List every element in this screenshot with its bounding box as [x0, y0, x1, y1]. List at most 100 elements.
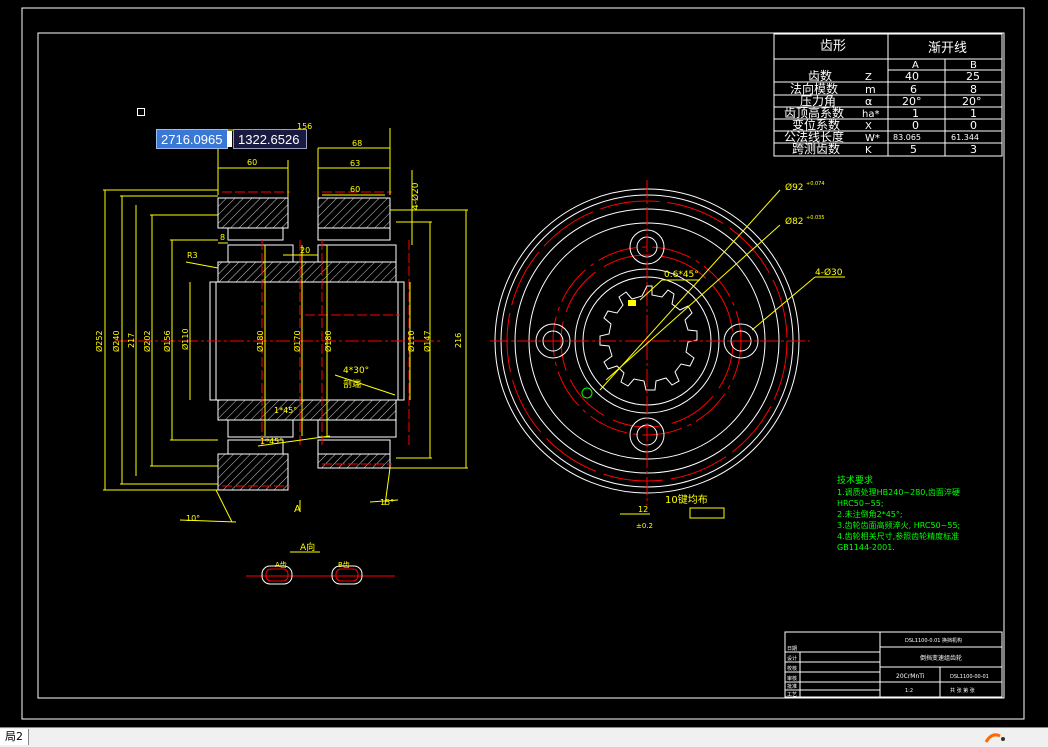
table-header-left: 齿形 [820, 39, 846, 54]
front-dim-text: +0.035 [806, 215, 825, 221]
tech-req-line: HRC50~55; [837, 499, 884, 508]
cad-drawing-canvas[interactable]: 齿形 渐开线 A B 齿数 Z 40 25 法向模数 m 6 8 压力角 α 2… [0, 0, 1048, 727]
row-name: 法向模数 [790, 81, 838, 96]
row-sym: W* [865, 133, 880, 144]
dim-text: 68 [352, 139, 362, 148]
row-name: 跨测齿数 [792, 141, 840, 156]
tech-req-line: 4.齿轮相关尺寸,参照齿轮精度标准 [837, 531, 959, 541]
front-dim-text: 4-Ø30 [815, 267, 843, 278]
dim-text: R3 [187, 251, 198, 260]
dim-text: 20 [300, 246, 310, 255]
row-name: 齿数 [808, 68, 832, 83]
dim-text: 8 [220, 233, 225, 242]
view-a-label: B齿 [338, 561, 350, 569]
view-mark: A [294, 504, 301, 515]
spline-note: 10键均布 [665, 493, 708, 506]
view-a-label: A齿 [275, 561, 287, 569]
row-name: 变位系数 [792, 117, 840, 132]
sheet-inner-border [37, 32, 1005, 699]
front-view [490, 180, 810, 505]
row-a: 83.065 [893, 133, 921, 142]
front-dim-text: ±0.2 [636, 522, 653, 530]
dim-text: 156 [297, 122, 312, 131]
tech-req-line: 2.未注倒角2*45°; [837, 509, 903, 519]
dim-text: 217 [127, 333, 136, 348]
title-block-label: 日期 [787, 646, 797, 652]
tech-req-title: 技术要求 [837, 474, 873, 486]
dim-text: 60 [350, 185, 360, 194]
title-block-label: 批准 [787, 683, 797, 690]
chamfer-note: 4*30° [343, 366, 369, 376]
text-caret [227, 131, 232, 147]
front-dim-text: 0.6*45° [664, 270, 699, 280]
tech-req-line: 1.调质处理HB240~280,齿面淬硬 [837, 487, 960, 497]
row-name: 公法线长度 [784, 129, 844, 144]
row-name: 齿顶高系数 [784, 105, 844, 120]
row-sym: m [865, 83, 876, 96]
row-b: 1 [970, 107, 977, 120]
row-a: 1 [912, 107, 919, 120]
title-block-part: 倒挡变速组齿轮 [920, 654, 962, 662]
row-b: 0 [970, 119, 977, 132]
row-b: 25 [966, 70, 980, 83]
angle-text: 15° [380, 498, 394, 507]
dim-text: Ø170 [292, 330, 302, 352]
dim-text: 4-Ø20 [410, 182, 421, 210]
table-col-a: A [912, 60, 919, 71]
dim-text: 63 [350, 159, 360, 168]
title-block-material: 20CrMnTi [896, 673, 925, 680]
row-a: 6 [910, 83, 917, 96]
chamfer-note: 1*45° [260, 437, 283, 446]
layout-tab[interactable]: 局2 [0, 729, 29, 745]
dim-text: Ø180 [323, 330, 333, 352]
view-a-title: A向 [300, 541, 315, 553]
dim-text: Ø202 [142, 330, 152, 352]
row-b: 61.344 [951, 133, 979, 142]
front-dim-text: +0.074 [806, 181, 825, 187]
technical-requirements: 技术要求 1.调质处理HB240~280,齿面淬硬 HRC50~55; 2.未注… [837, 474, 960, 552]
chamfer-note: 1*45° [274, 406, 297, 415]
dim-text: Ø156 [162, 330, 172, 352]
row-a: 20° [902, 95, 922, 108]
section-dimensions: 156 68 60 63 60 8 20 R3 Ø252 Ø240 217 Ø2… [94, 122, 468, 523]
gear-parameter-table: 齿形 渐开线 A B 齿数 Z 40 25 法向模数 m 6 8 压力角 α 2… [773, 33, 1003, 157]
dim-text: 216 [454, 333, 463, 348]
row-a: 40 [905, 70, 919, 83]
chamfer-note: 剖端 [343, 378, 361, 390]
row-b: 3 [970, 143, 977, 156]
a-direction-view: A向 A齿 B齿 [246, 541, 395, 585]
front-dim-text: Ø92 [785, 182, 804, 193]
dim-text: Ø180 [255, 330, 265, 352]
pickbox-cursor [137, 108, 145, 116]
tech-req-line: GB1144-2001. [837, 543, 895, 552]
front-dim-text: 12 [638, 505, 648, 514]
front-dimensions: Ø92 +0.074 Ø82 +0.035 4-Ø30 0.6*45° 12 ±… [599, 181, 845, 530]
title-block-label: 校核 [787, 665, 797, 672]
dim-text: Ø110 [180, 328, 190, 350]
angle-text: 10° [186, 514, 200, 523]
row-sym: α [865, 95, 872, 108]
app-logo-icon [984, 733, 1005, 743]
status-bar: 局2 [0, 727, 1048, 747]
title-block: DSL1100-0.01 换挡机构 倒挡变速组齿轮 20CrMnTi DSL11… [784, 631, 1003, 698]
dim-text: Ø147 [422, 330, 432, 352]
row-a: 0 [912, 119, 919, 132]
row-b: 8 [970, 83, 977, 96]
title-block-code: DSL1100-00-01 [950, 674, 989, 680]
cursor-y-input[interactable]: 1322.6526 [233, 129, 307, 149]
row-sym: X [865, 121, 872, 132]
cursor-x-input[interactable]: 2716.0965 [156, 129, 228, 149]
dim-text: Ø110 [406, 330, 416, 352]
section-view [115, 191, 440, 491]
sheet-outer-border [21, 7, 1025, 720]
row-sym: Z [865, 72, 872, 83]
front-dim-text: Ø82 [785, 216, 804, 227]
table-col-b: B [970, 60, 977, 71]
row-sym: ha* [862, 109, 879, 120]
row-b: 20° [962, 95, 982, 108]
row-a: 5 [910, 143, 917, 156]
title-block-scale: 1:2 [905, 688, 913, 694]
tech-req-line: 3.齿轮齿面高频淬火, HRC50~55; [837, 520, 960, 530]
row-name: 压力角 [800, 94, 836, 108]
dim-text: 60 [247, 158, 257, 167]
